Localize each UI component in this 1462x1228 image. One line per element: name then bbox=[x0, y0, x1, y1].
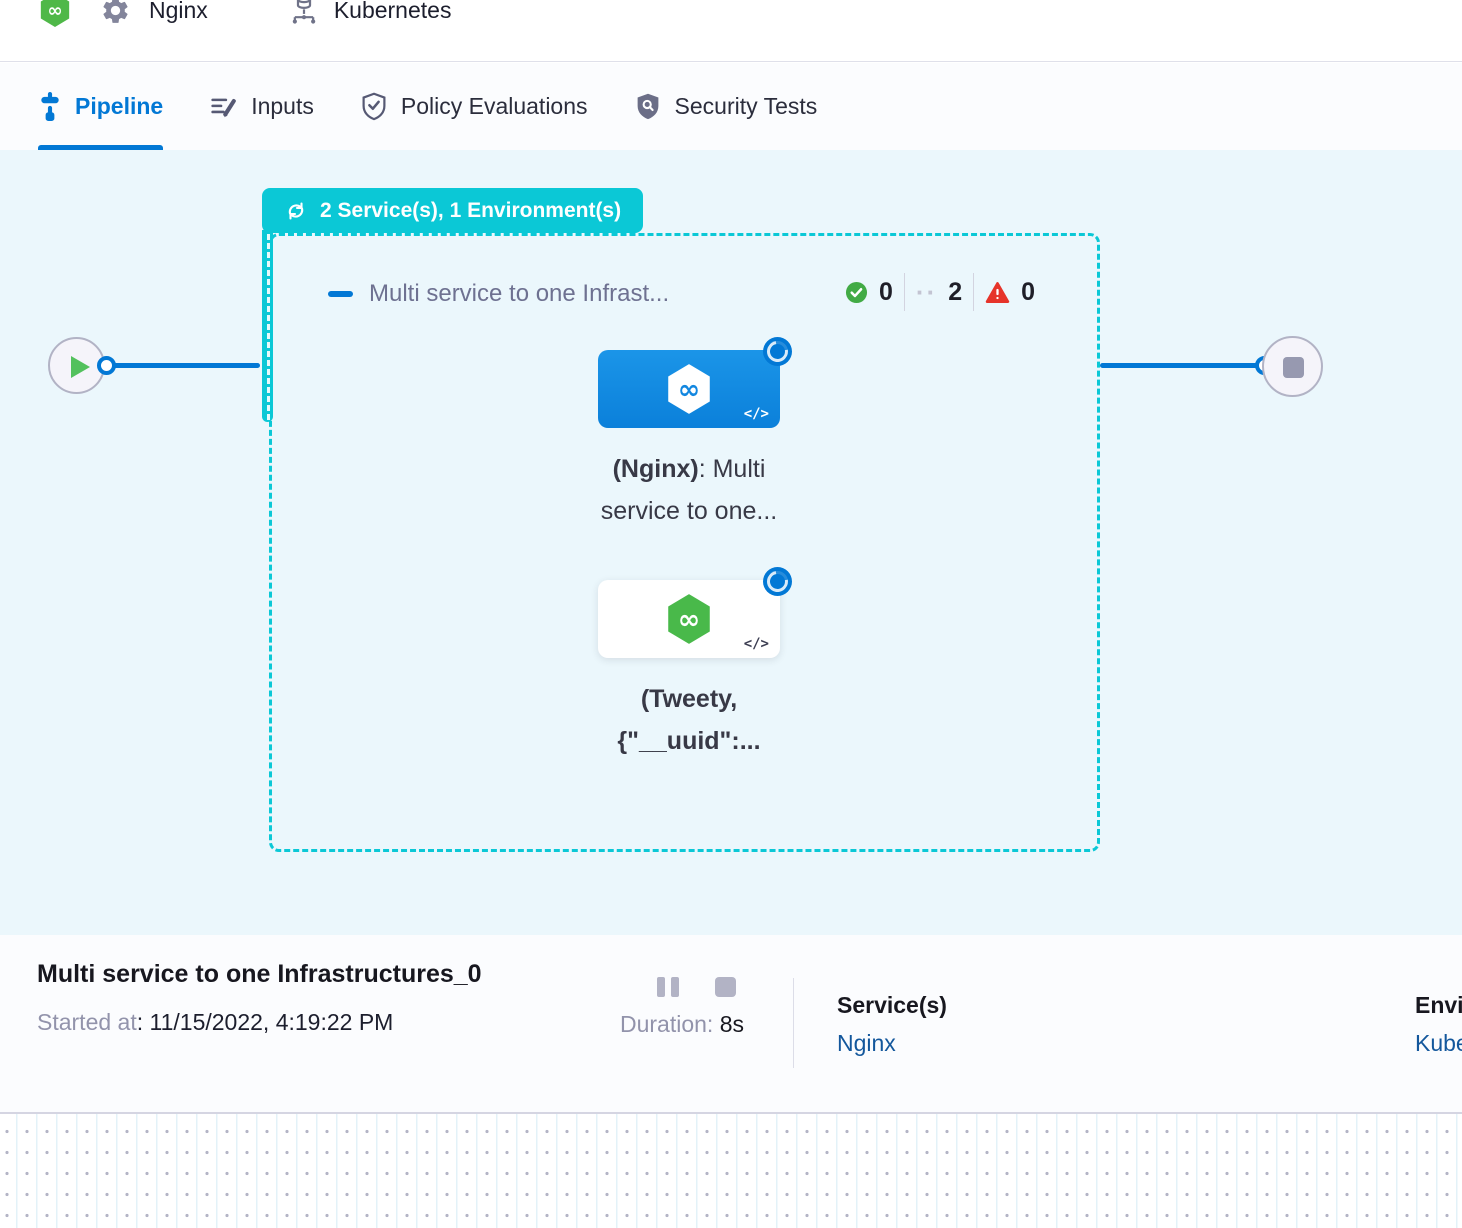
breadcrumb-environment-label: Kubernetes bbox=[333, 0, 452, 23]
active-tab-underline bbox=[38, 145, 164, 150]
execution-title: Multi service to one Infrastructures_0 bbox=[37, 960, 482, 988]
stage-header: Multi service to one Infrast... bbox=[328, 272, 1048, 316]
pipeline-end-node bbox=[1262, 336, 1323, 397]
environment-icon bbox=[288, 0, 320, 27]
tab-pipeline[interactable]: Pipeline bbox=[38, 63, 164, 150]
pipeline-icon bbox=[38, 91, 62, 122]
harness-logo-icon: ∞ bbox=[668, 364, 710, 414]
services-environments-badge[interactable]: 2 Service(s), 1 Environment(s) bbox=[262, 188, 644, 233]
footer-divider bbox=[793, 978, 794, 1068]
shield-scan-icon bbox=[634, 92, 662, 122]
service-node-tweety-label: (Tweety, {"__uuid":... bbox=[529, 678, 849, 762]
pause-button[interactable] bbox=[657, 977, 679, 997]
started-at-row: Started at: 11/15/2022, 4:19:22 PM bbox=[37, 1009, 393, 1036]
flow-line-right bbox=[1100, 363, 1258, 368]
abort-button[interactable] bbox=[715, 977, 736, 997]
breadcrumb: ∞ Nginx bbox=[38, 0, 451, 32]
running-spinner-badge bbox=[763, 337, 792, 366]
harness-logo-icon: ∞ bbox=[668, 594, 710, 644]
running-count: 2 bbox=[948, 277, 963, 306]
success-count: 0 bbox=[879, 277, 893, 306]
code-step-icon: </> bbox=[743, 636, 769, 652]
inputs-icon bbox=[209, 92, 238, 121]
node-label-bold: (Nginx) bbox=[612, 455, 699, 483]
service-node-nginx-label: (Nginx): Multi service to one... bbox=[529, 448, 849, 532]
loop-icon bbox=[284, 199, 308, 223]
execution-summary-bar: Multi service to one Infrastructures_0 S… bbox=[0, 935, 1462, 1112]
stage-group-box bbox=[269, 233, 1100, 852]
environments-summary: Environment(s) Kubernetes bbox=[1415, 992, 1462, 1057]
tab-policy-evaluations-label: Policy Evaluations bbox=[400, 93, 588, 119]
count-divider bbox=[973, 273, 975, 311]
collapse-stage-icon[interactable] bbox=[328, 291, 353, 297]
tab-inputs-label: Inputs bbox=[251, 93, 314, 119]
svg-text:∞: ∞ bbox=[678, 604, 701, 635]
running-spinner-badge bbox=[763, 567, 792, 596]
svg-text:∞: ∞ bbox=[678, 374, 701, 405]
services-environments-badge-label: 2 Service(s), 1 Environment(s) bbox=[320, 198, 622, 222]
stop-icon bbox=[1283, 357, 1304, 378]
pipeline-start-node bbox=[48, 337, 105, 394]
warning-triangle-icon bbox=[985, 281, 1010, 304]
success-check-icon bbox=[845, 281, 868, 304]
tab-bar: Pipeline Inputs Poli bbox=[0, 63, 1462, 150]
service-node-nginx[interactable]: ∞ </> bbox=[598, 350, 780, 428]
services-link[interactable]: Nginx bbox=[837, 1030, 896, 1056]
services-summary: Service(s) Nginx bbox=[837, 992, 1137, 1057]
tab-inputs[interactable]: Inputs bbox=[209, 63, 314, 150]
duration-label: Duration: bbox=[620, 1011, 714, 1037]
started-at-value: : 11/15/2022, 4:19:22 PM bbox=[136, 1009, 394, 1035]
play-icon bbox=[71, 356, 90, 378]
duration-value: 8s bbox=[719, 1011, 745, 1037]
node-label-line1: (Tweety, bbox=[640, 685, 738, 713]
gear-icon bbox=[100, 0, 131, 26]
start-connector-dot bbox=[97, 356, 116, 375]
svg-text:∞: ∞ bbox=[47, 0, 62, 21]
environments-label: Environment(s) bbox=[1415, 992, 1462, 1018]
tab-security-tests[interactable]: Security Tests bbox=[634, 63, 818, 150]
dotted-grid-area bbox=[0, 1112, 1462, 1228]
stage-title: Multi service to one Infrast... bbox=[369, 280, 670, 307]
code-step-icon: </> bbox=[743, 406, 769, 422]
harness-logo-icon: ∞ bbox=[38, 0, 72, 29]
node-label-rest: : Multi bbox=[698, 455, 766, 483]
failed-count: 0 bbox=[1021, 277, 1036, 306]
pipeline-canvas: 2 Service(s), 1 Environment(s) Multi ser… bbox=[0, 150, 1462, 935]
started-at-label: Started at bbox=[37, 1009, 137, 1035]
breadcrumb-header: ∞ Nginx bbox=[0, 0, 1462, 62]
flow-line-left bbox=[112, 363, 260, 368]
tab-policy-evaluations[interactable]: Policy Evaluations bbox=[360, 63, 588, 150]
service-node-tweety[interactable]: ∞ </> bbox=[598, 580, 780, 658]
services-label: Service(s) bbox=[837, 992, 947, 1018]
count-divider bbox=[903, 273, 905, 311]
running-dots-icon: ·· bbox=[915, 276, 938, 307]
stage-group-left-dash bbox=[267, 234, 270, 420]
node-label-line2: {"__uuid":... bbox=[617, 727, 761, 755]
shield-check-icon bbox=[360, 92, 388, 122]
stage-status-counts: 0 ·· 2 0 bbox=[845, 270, 1035, 314]
environments-link[interactable]: Kubernetes bbox=[1415, 1030, 1462, 1056]
breadcrumb-service-label: Nginx bbox=[149, 0, 208, 23]
tab-pipeline-label: Pipeline bbox=[75, 93, 164, 119]
duration-row: Duration: 8s bbox=[620, 1011, 744, 1038]
tab-security-tests-label: Security Tests bbox=[674, 93, 818, 119]
node-label-line2: service to one... bbox=[600, 497, 778, 525]
